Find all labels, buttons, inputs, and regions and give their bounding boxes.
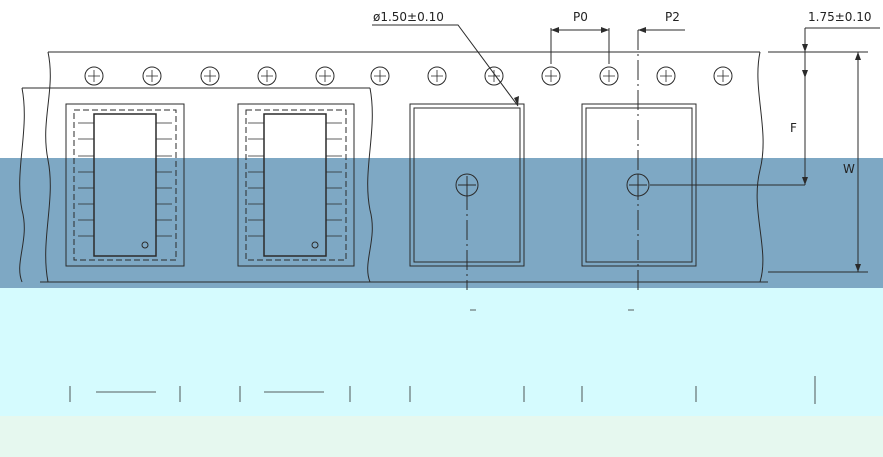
- pocket-empty-1: [409, 103, 525, 267]
- label-p0: P0: [573, 10, 588, 24]
- sprocket-hole: [257, 66, 277, 86]
- sprocket-hole: [427, 66, 447, 86]
- sprocket-hole: [84, 66, 104, 86]
- label-hole-diameter: ø1.50±0.10: [373, 10, 444, 24]
- label-f: F: [790, 121, 797, 135]
- lower-section: [69, 309, 816, 404]
- sprocket-hole: [315, 66, 335, 86]
- sprocket-hole: [370, 66, 390, 86]
- band-bottom: [0, 416, 883, 457]
- sprocket-hole: [200, 66, 220, 86]
- band-low: [0, 288, 883, 416]
- label-edge-offset: 1.75±0.10: [808, 10, 872, 24]
- tape-left-inner-wavy: [19, 87, 25, 283]
- sprocket-hole: [142, 66, 162, 86]
- label-w: W: [843, 162, 855, 176]
- label-p2: P2: [665, 10, 680, 24]
- ic-leads: [78, 122, 342, 237]
- pocket-ic-1: [65, 103, 185, 267]
- tape-left-wavy-edge: [45, 51, 51, 283]
- arrowheads: [514, 27, 861, 272]
- sprocket-hole: [656, 66, 676, 86]
- pocket-ic-2: [237, 103, 355, 267]
- sprocket-crosses: [88, 70, 729, 82]
- leader-hole-diameter: [372, 24, 519, 107]
- sprocket-hole: [599, 66, 619, 86]
- sprocket-hole: [713, 66, 733, 86]
- sprocket-hole: [484, 66, 504, 86]
- tape-inner-wavy-mid: [367, 87, 373, 283]
- sprocket-hole: [541, 66, 561, 86]
- tape-right-wavy-edge: [756, 51, 764, 283]
- sprocket-holes: [84, 66, 733, 86]
